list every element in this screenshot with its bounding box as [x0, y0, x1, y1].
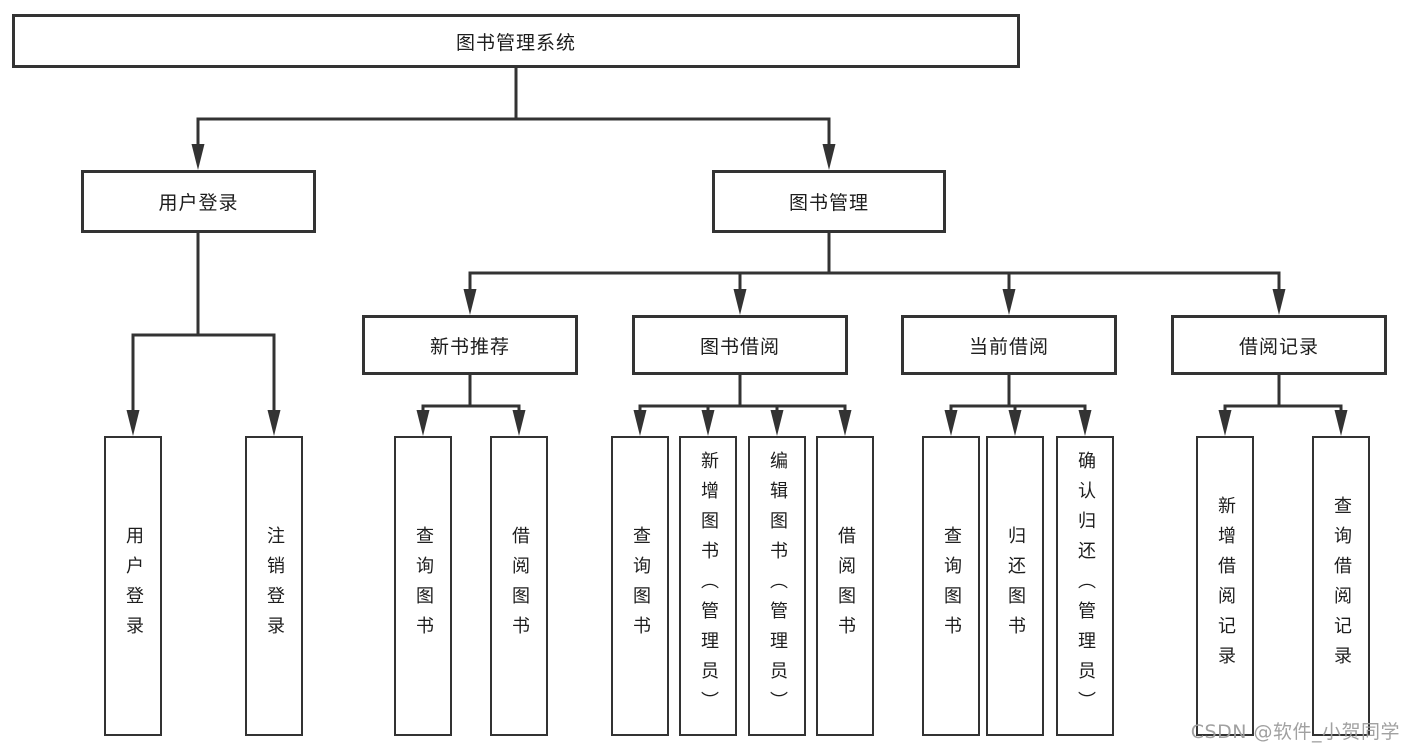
- leaf-user-login: 用户登录: [104, 436, 162, 736]
- node-label: 用户登录: [158, 192, 239, 214]
- node-label: 图书借阅: [699, 335, 780, 358]
- node-label: 归还图书: [1005, 526, 1026, 646]
- node-label: 注销登录: [264, 526, 285, 646]
- node-label: 图书管理: [788, 192, 869, 214]
- leaf-add-books-admin: 新增图书（管理员）: [679, 436, 737, 736]
- leaf-borrow-books-recommend: 借阅图书: [490, 436, 548, 736]
- node-label: 编辑图书（管理员）: [767, 451, 788, 721]
- node-label: 查询借阅记录: [1331, 496, 1352, 676]
- leaf-add-borrow-record: 新增借阅记录: [1196, 436, 1254, 736]
- node-book-management: 图书管理: [712, 170, 946, 233]
- node-new-book-recommend: 新书推荐: [362, 315, 578, 375]
- node-label: 借阅记录: [1238, 335, 1319, 358]
- node-label: 新增图书（管理员）: [698, 451, 719, 721]
- leaf-borrow-books: 借阅图书: [816, 436, 874, 736]
- leaf-confirm-return-admin: 确认归还（管理员）: [1056, 436, 1114, 736]
- leaf-edit-books-admin: 编辑图书（管理员）: [748, 436, 806, 736]
- leaf-logout: 注销登录: [245, 436, 303, 736]
- leaf-query-books-current: 查询图书: [922, 436, 980, 736]
- node-label: 借阅图书: [509, 526, 530, 646]
- leaf-return-books: 归还图书: [986, 436, 1044, 736]
- node-label: 查询图书: [630, 526, 651, 646]
- node-label: 图书管理系统: [455, 31, 576, 54]
- node-label: 查询图书: [941, 526, 962, 646]
- leaf-query-borrow-record: 查询借阅记录: [1312, 436, 1370, 736]
- leaf-query-books-borrow: 查询图书: [611, 436, 669, 736]
- node-current-borrow: 当前借阅: [901, 315, 1117, 375]
- node-label: 查询图书: [413, 526, 434, 646]
- node-label: 用户登录: [123, 526, 144, 646]
- node-label: 当前借阅: [968, 335, 1049, 358]
- node-borrow-record: 借阅记录: [1171, 315, 1387, 375]
- watermark: CSDN @软件_小贺同学: [1190, 721, 1400, 743]
- node-label: 借阅图书: [835, 526, 856, 646]
- node-user-login: 用户登录: [81, 170, 316, 233]
- leaf-query-books-recommend: 查询图书: [394, 436, 452, 736]
- node-label: 确认归还（管理员）: [1075, 451, 1096, 721]
- node-label: 新增借阅记录: [1215, 496, 1236, 676]
- node-book-borrow: 图书借阅: [632, 315, 848, 375]
- node-root: 图书管理系统: [12, 14, 1020, 68]
- node-label: 新书推荐: [429, 335, 510, 358]
